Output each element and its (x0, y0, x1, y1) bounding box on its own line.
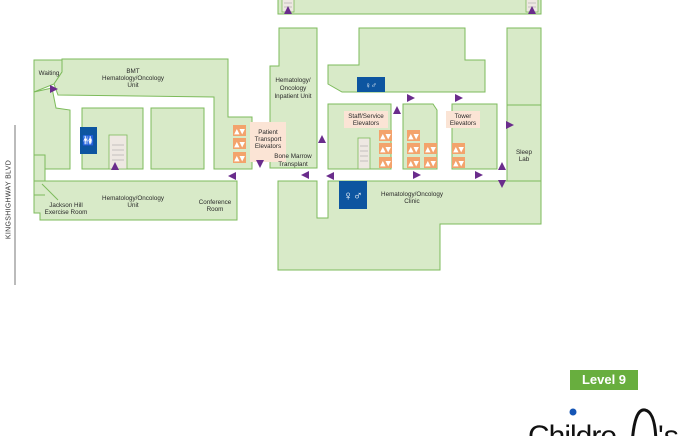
entrance-arrow-icon (498, 180, 506, 188)
svg-text:▲▼: ▲▼ (234, 128, 245, 136)
upper-right-room (506, 27, 542, 106)
entrance-arrow-icon (455, 94, 463, 102)
entrance-arrow-icon (475, 171, 483, 179)
room-label: Elevators (353, 120, 379, 127)
room-label: Hematology/Oncology (381, 191, 444, 198)
elevator-icon: ▲▼ (407, 143, 420, 154)
entrance-arrow-icon (393, 106, 401, 114)
room-label: Exercise Room (45, 209, 88, 216)
svg-text:'s: 's (658, 420, 679, 436)
entrance-arrow-icon (111, 162, 119, 170)
elevator-icon: ▲▼ (233, 152, 246, 163)
room-label: Transplant (278, 161, 308, 168)
svg-text:▲▼: ▲▼ (453, 160, 464, 168)
room-label: Hematology/ (275, 77, 311, 84)
entrance-arrow-icon (413, 171, 421, 179)
entrance-arrow-icon (228, 172, 236, 180)
entrance-arrow-icon (256, 160, 264, 168)
room-label: Conference (199, 199, 232, 206)
staff-label-bg (344, 111, 388, 128)
room-label: Hematology/Oncology (102, 195, 165, 202)
svg-text:▲▼: ▲▼ (380, 146, 391, 154)
entrance-arrow-icon (506, 121, 514, 129)
svg-text:▲▼: ▲▼ (380, 160, 391, 168)
room-label: Waiting (39, 70, 60, 77)
street-label: KINGSHIGHWAY BLVD (5, 159, 13, 240)
svg-text:▲▼: ▲▼ (234, 155, 245, 163)
entrance-arrow-icon (326, 172, 334, 180)
entrance-arrow-icon (498, 162, 506, 170)
room-label: Tower (455, 113, 472, 120)
room-label: Staff/Service (348, 113, 384, 120)
stairs-icon (108, 134, 128, 170)
elevator-icon: ▲▼ (424, 143, 437, 154)
level-badge: Level 9 (570, 370, 638, 390)
entrance-arrows (50, 6, 536, 188)
elevator-icon: ▲▼ (233, 138, 246, 149)
restroom-icon: 🚻 (80, 127, 97, 154)
elevator-icon: ▲▼ (407, 157, 420, 168)
svg-text:▲▼: ▲▼ (453, 146, 464, 154)
elevator-group: ▲▼ ▲▼ ▲▼ ▲▼ ▲▼ ▲▼ ▲▼ ▲▼ ▲▼ ▲▼ ▲▼ ▲▼ ▲▼ (233, 125, 465, 168)
hem-onc-unit[interactable] (33, 180, 238, 221)
room-label: Elevators (255, 143, 281, 150)
room-label: Patient (258, 129, 278, 136)
elevator-icon: ▲▼ (379, 157, 392, 168)
room-label: Unit (127, 82, 138, 89)
room-label: Sleep (516, 149, 533, 156)
tower-label-bg (446, 111, 480, 128)
elevator-icon: ▲▼ (379, 143, 392, 154)
svg-text:♀♂: ♀♂ (343, 188, 363, 203)
elevator-icon: ▲▼ (452, 157, 465, 168)
elevator-icon: ▲▼ (233, 125, 246, 136)
room-block-2 (150, 107, 205, 170)
svg-text:▲▼: ▲▼ (408, 133, 419, 141)
elevator-icon: ▲▼ (379, 130, 392, 141)
room-label: Room (207, 206, 224, 213)
room-label: Elevators (450, 120, 476, 127)
entrance-arrow-icon (284, 6, 292, 14)
room-label: Bone Marrow (274, 153, 312, 160)
entrance-arrow-icon (50, 85, 58, 93)
elevator-icon: ▲▼ (424, 157, 437, 168)
svg-text:▲▼: ▲▼ (425, 146, 436, 154)
svg-text:🚻: 🚻 (82, 134, 94, 147)
elevator-icon: ▲▼ (452, 143, 465, 154)
room-label: Transport (255, 136, 282, 143)
room-label: Clinic (404, 198, 419, 205)
stairs-icon (357, 137, 371, 170)
restroom-icon: ♀♂ (339, 181, 367, 209)
entrance-arrow-icon (301, 171, 309, 179)
svg-text:▲▼: ▲▼ (425, 160, 436, 168)
svg-text:▲▼: ▲▼ (234, 141, 245, 149)
entrance-arrow-icon (407, 94, 415, 102)
entrance-arrow-icon (528, 6, 536, 14)
svg-text:▲▼: ▲▼ (408, 160, 419, 168)
upper-center-block (327, 27, 486, 93)
room-label: BMT (126, 68, 139, 75)
top-band-area (277, 0, 542, 15)
elevator-icon: ▲▼ (407, 130, 420, 141)
room-label: Jackson Hill (49, 202, 83, 209)
room-label: Inpatient Unit (274, 93, 311, 100)
childrens-logo: Childre 's (528, 408, 679, 436)
room-label: Hematology/Oncology (102, 75, 165, 82)
patient-elevators-label-bg (250, 122, 286, 162)
room-label: Lab (519, 156, 530, 163)
bmt-unit[interactable] (53, 58, 253, 170)
svg-text:Childre: Childre (528, 420, 616, 436)
sleep-lab[interactable] (506, 104, 542, 182)
svg-text:▲▼: ▲▼ (380, 133, 391, 141)
room-label: Unit (127, 202, 138, 209)
restroom-shower-icon: ♀♂ (357, 77, 385, 92)
room-label: Oncology (280, 85, 307, 92)
entrance-arrow-icon (318, 135, 326, 143)
svg-text:▲▼: ▲▼ (408, 146, 419, 154)
svg-text:♀♂: ♀♂ (365, 81, 377, 90)
